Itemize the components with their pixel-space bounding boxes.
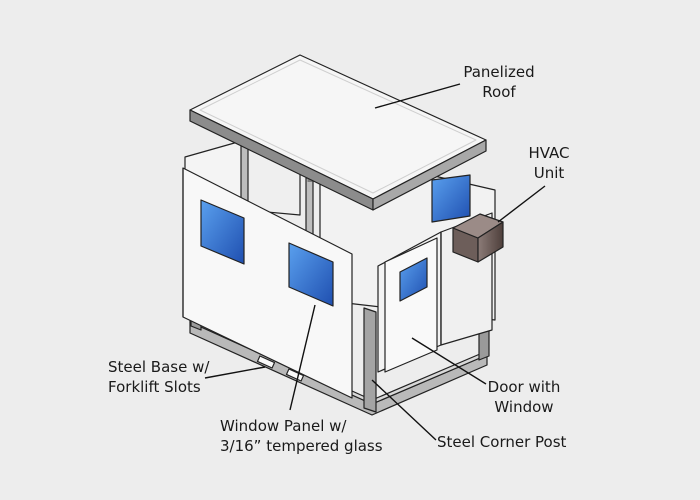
forklift-slot [256,355,276,369]
window-panel-label-line2: 3/16” tempered glass [220,437,383,455]
hvac-label-line1: HVAC [528,144,570,162]
base-label-line1: Steel Base w/ [108,358,210,376]
corner-post-label: Steel Corner Post [437,432,587,452]
leader-roof [374,83,461,109]
roof-label: Panelized Roof [447,62,551,102]
base-label-line2: Forklift Slots [108,378,201,396]
door-label: Door with Window [477,377,571,417]
window-panel-label: Window Panel w/ 3/16” tempered glass [220,416,400,456]
hvac-label-line2: Unit [533,164,565,182]
leader-base [204,366,266,379]
door-label-line1: Door with [487,378,561,396]
leader-corner-post [371,379,437,441]
base-label: Steel Base w/ Forklift Slots [108,357,216,397]
roof-label-line2: Roof [482,83,516,101]
leader-window-panel [289,304,316,411]
steel-corner-post [363,307,377,413]
roof-label-line1: Panelized [463,63,535,81]
window-panel-label-line1: Window Panel w/ [220,417,347,435]
door-window-glass [399,257,428,302]
corner-post-label-line1: Steel Corner Post [437,433,567,451]
window-glass [288,242,334,307]
door [384,237,438,373]
leader-hvac [497,185,546,223]
roof-edge-side [372,139,487,211]
door-label-line2: Window [494,398,554,416]
booth-structure [182,54,504,416]
leader-door [411,337,487,385]
leader-lines [204,83,546,441]
hvac-label: HVAC Unit [518,143,580,183]
forklift-slot [285,368,305,382]
rear-window-glass [431,174,471,223]
window-glass [200,199,245,265]
hvac-unit-side [477,221,504,263]
roof-inner-border [199,59,477,194]
